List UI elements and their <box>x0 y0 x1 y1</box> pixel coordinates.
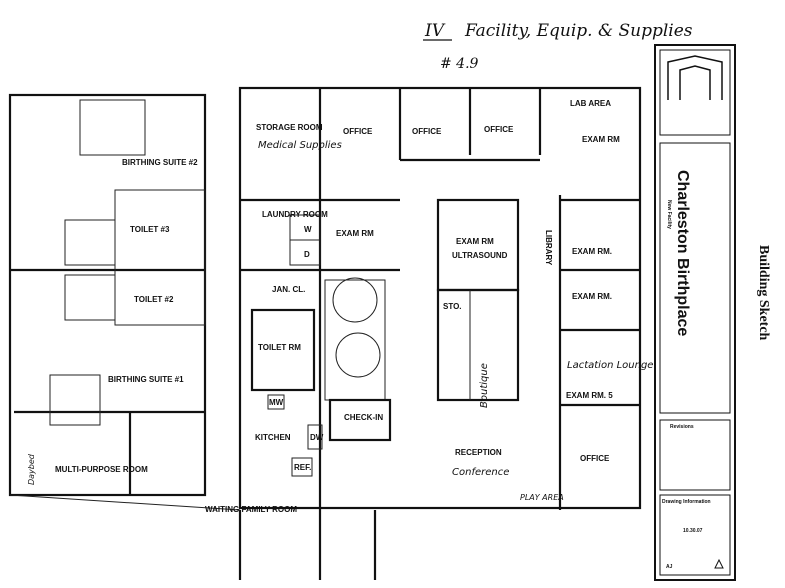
room-check-in: CHECK-IN <box>344 413 383 422</box>
refrigerator: REF. <box>294 463 311 472</box>
building-sketch-label: Building Sketch <box>756 245 771 341</box>
microwave: MW <box>269 398 284 407</box>
walls <box>8 86 642 580</box>
section-number: IV <box>424 21 446 41</box>
room-office-1: OFFICE <box>343 127 373 136</box>
room-sto: STO. <box>443 302 462 311</box>
room-reception: RECEPTION <box>455 448 502 457</box>
title-block <box>654 44 736 581</box>
room-multi-purpose: MULTI-PURPOSE ROOM <box>55 465 148 474</box>
room-exam-mid: EXAM RM <box>336 229 374 238</box>
room-exam-top: EXAM RM <box>582 135 620 144</box>
room-exam-r1: EXAM RM. <box>572 247 612 256</box>
room-lab-area: LAB AREA <box>570 99 611 108</box>
room-birthing-suite-2: BIRTHING SUITE #2 <box>122 158 198 167</box>
room-office-4: OFFICE <box>580 454 610 463</box>
room-storage-note: Medical Supplies <box>258 140 342 151</box>
room-toilet-3: TOILET #3 <box>130 225 170 234</box>
room-exam-ultrasound: EXAM RM <box>456 237 494 246</box>
dishwasher: DW <box>310 433 324 442</box>
drawing-info-label: Drawing Information <box>662 499 711 505</box>
ultrasound-label: ULTRASOUND <box>452 251 508 260</box>
room-office-3: OFFICE <box>484 125 514 134</box>
room-boutique: Boutique <box>479 363 490 408</box>
room-conference: Conference <box>452 467 509 478</box>
room-library: LIBRARY <box>544 230 553 266</box>
room-toilet-rm: TOILET RM <box>258 343 301 352</box>
room-exam-r2: EXAM RM. <box>572 292 612 301</box>
project-type: New Facility <box>666 200 672 229</box>
firm-logo <box>667 55 723 100</box>
drawn-by: AJ <box>666 564 673 570</box>
play-area: PLAY AREA <box>520 493 564 502</box>
room-storage: STORAGE ROOM <box>256 123 323 132</box>
drawing-date: 10.30.07 <box>683 528 703 534</box>
room-waiting-family: WAITING FAMILY ROOM <box>205 505 297 514</box>
room-kitchen: KITCHEN <box>255 433 291 442</box>
room-lactation-lounge: Lactation Lounge <box>567 360 653 371</box>
room-toilet-2: TOILET #2 <box>134 295 174 304</box>
room-office-2: OFFICE <box>412 127 442 136</box>
revisions-label: Revisions <box>670 424 694 430</box>
room-janitor: JAN. CL. <box>272 285 305 294</box>
dryer: D <box>304 250 310 259</box>
room-exam-5: EXAM RM. 5 <box>566 391 613 400</box>
daybed-label: Daybed <box>27 453 36 485</box>
header-title: Facility, Equip. & Supplies <box>464 21 693 41</box>
room-laundry: LAUNDRY ROOM <box>262 210 328 219</box>
washer: W <box>304 225 312 234</box>
room-birthing-suite-1: BIRTHING SUITE #1 <box>108 375 184 384</box>
project-name: Charleston Birthplace <box>674 170 691 336</box>
page-ref: # 4.9 <box>440 56 479 72</box>
